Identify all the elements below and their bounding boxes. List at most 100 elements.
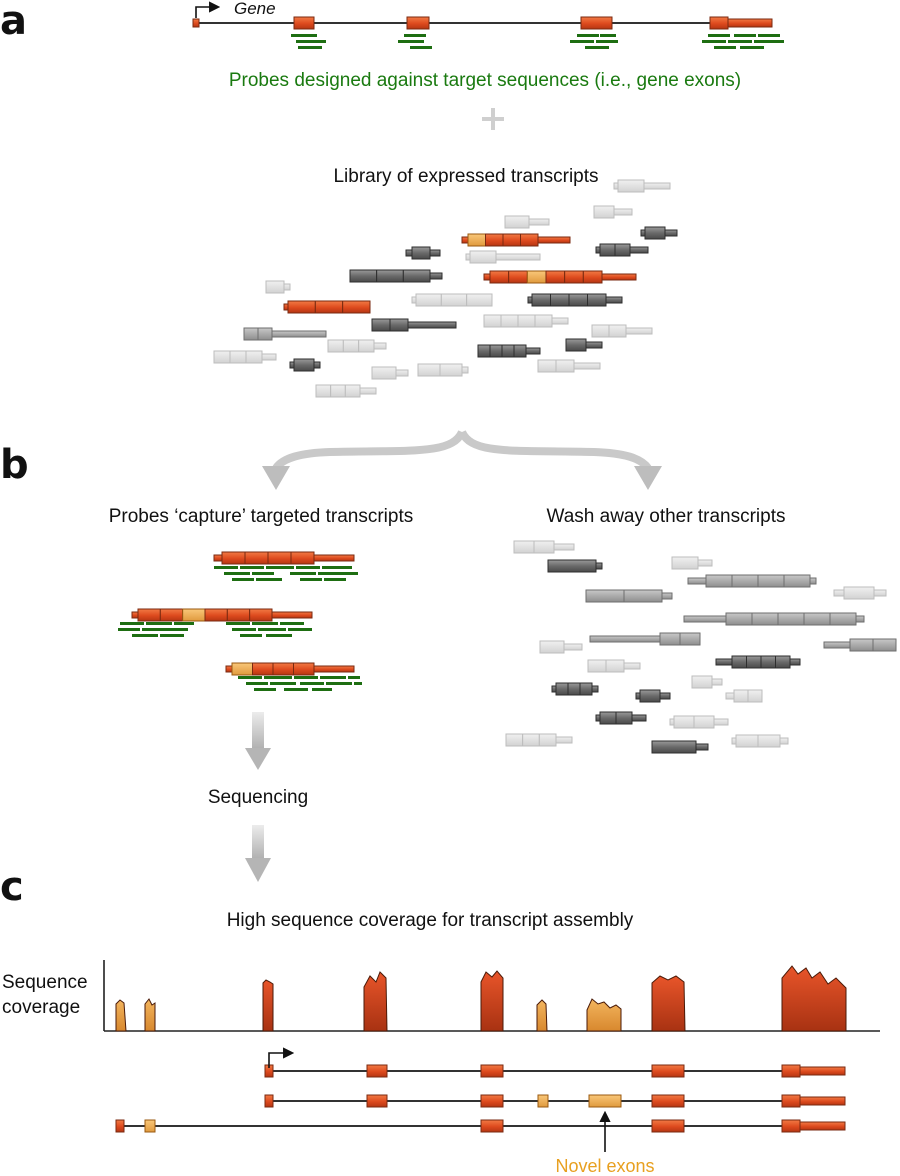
gene-exon-3 <box>580 16 613 30</box>
exon <box>411 246 431 260</box>
exon <box>226 608 251 622</box>
exon <box>439 363 463 377</box>
probe-set <box>238 676 362 691</box>
exon <box>480 1119 504 1133</box>
exon <box>533 540 555 554</box>
tss-arrow-icon <box>268 1047 295 1068</box>
exon <box>747 689 763 703</box>
transcript <box>613 179 671 193</box>
wash-caption: Wash away other transcripts <box>547 506 786 527</box>
transcript <box>669 715 729 729</box>
exon <box>204 608 228 622</box>
exon <box>358 339 375 353</box>
exon <box>587 659 607 673</box>
down-arrow-icon <box>245 825 271 882</box>
exon <box>485 233 504 247</box>
exon <box>469 250 497 264</box>
exon <box>477 344 491 358</box>
exon <box>591 324 610 338</box>
transcript <box>593 205 633 219</box>
transcript <box>483 314 569 328</box>
exon <box>746 655 762 669</box>
transcript <box>725 689 763 703</box>
transcript <box>131 608 313 622</box>
exon <box>593 205 615 219</box>
transcript <box>483 270 637 284</box>
exon <box>517 314 536 328</box>
transcript <box>833 586 887 600</box>
exon <box>229 350 247 364</box>
transcript <box>691 675 723 689</box>
exon <box>651 1094 685 1108</box>
exon <box>500 314 519 328</box>
exon <box>623 589 663 603</box>
transcript <box>537 359 601 373</box>
exon <box>417 363 441 377</box>
exon <box>513 540 535 554</box>
exon <box>137 608 161 622</box>
exon <box>582 270 603 284</box>
exon <box>483 314 502 328</box>
exon <box>614 243 631 257</box>
exon <box>731 574 759 588</box>
transcript <box>505 733 573 747</box>
transcript <box>477 344 541 358</box>
probes-caption: Probes designed against target sequences… <box>229 70 741 91</box>
library-caption: Library of expressed transcripts <box>333 166 598 187</box>
exon <box>693 715 715 729</box>
exon <box>287 300 316 314</box>
exon <box>221 551 246 565</box>
transcript <box>823 638 897 652</box>
transcript <box>635 689 671 703</box>
exon <box>330 384 346 398</box>
split-arrow-icon <box>262 430 662 490</box>
exon <box>579 682 593 696</box>
exon <box>781 1094 801 1108</box>
exon <box>555 359 575 373</box>
transcript <box>283 300 371 314</box>
exon <box>587 293 607 307</box>
exon <box>731 655 747 669</box>
exon <box>751 612 779 626</box>
probe-set <box>118 622 312 637</box>
exon <box>545 270 566 284</box>
transcript <box>687 574 817 588</box>
exon <box>555 682 569 696</box>
exon <box>402 269 431 283</box>
exon <box>651 740 697 754</box>
transcript <box>465 250 541 264</box>
transcript <box>213 551 355 565</box>
exon <box>342 339 360 353</box>
transcript <box>651 740 709 754</box>
exon <box>344 384 361 398</box>
exon <box>615 711 633 725</box>
transcript <box>547 559 603 573</box>
exon <box>725 612 753 626</box>
isoform <box>264 1064 846 1078</box>
transcript <box>213 350 277 364</box>
novel-exon <box>144 1119 156 1133</box>
exon <box>531 293 551 307</box>
exon <box>522 733 540 747</box>
transcript <box>349 269 443 283</box>
panel-label-c: c <box>0 864 24 910</box>
exon <box>293 358 315 372</box>
exon <box>244 551 269 565</box>
transcript <box>315 384 377 398</box>
exon <box>231 662 253 676</box>
exon <box>467 233 486 247</box>
exon <box>243 327 259 341</box>
exon <box>366 1064 388 1078</box>
exon <box>757 574 785 588</box>
exon <box>550 293 570 307</box>
transcript <box>640 226 678 240</box>
exon <box>245 350 263 364</box>
transcript <box>461 233 571 247</box>
transcript <box>595 711 647 725</box>
isoform <box>115 1119 846 1133</box>
exon <box>115 1119 125 1133</box>
exon <box>783 574 811 588</box>
captured-transcripts <box>118 551 362 691</box>
exon <box>257 327 273 341</box>
exon <box>371 318 391 332</box>
